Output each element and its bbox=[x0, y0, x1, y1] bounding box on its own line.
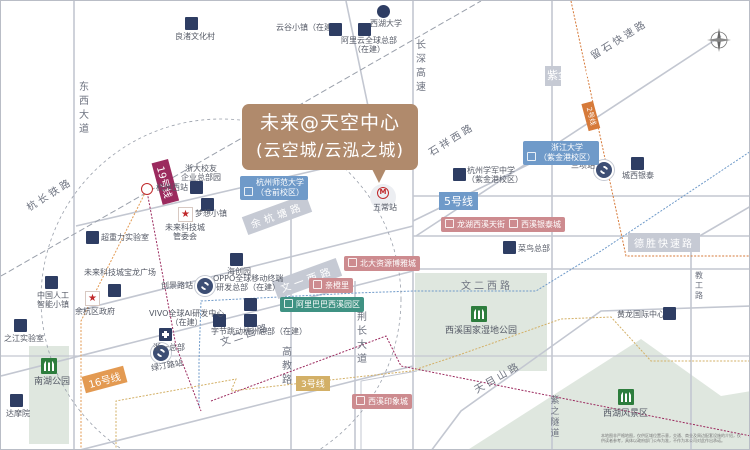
lvding-lu-station-icon[interactable] bbox=[151, 343, 171, 363]
graduation-cap-icon bbox=[453, 168, 466, 181]
poi-xixi-wetland: 西溪国家湿地公园 bbox=[445, 326, 518, 336]
westlake-area bbox=[469, 339, 749, 449]
compass-icon bbox=[704, 25, 734, 59]
hangzhou-west-station-icon[interactable] bbox=[141, 183, 153, 195]
building-icon bbox=[190, 181, 203, 194]
poi-yuhang-gov: 余杭区政府 bbox=[75, 307, 115, 316]
building-icon bbox=[10, 394, 23, 407]
building-icon bbox=[244, 298, 257, 311]
building-icon bbox=[329, 23, 342, 36]
hospital-cross-icon bbox=[159, 328, 172, 341]
shopping-bag-icon bbox=[445, 219, 454, 228]
building-icon bbox=[45, 276, 58, 289]
sanba-station-icon[interactable] bbox=[594, 160, 614, 180]
road-dongxi-dadao: 东西大道 bbox=[79, 82, 89, 135]
park-tree-icon bbox=[471, 306, 487, 322]
poi-futuresci-committee: 未来科技城管委会 bbox=[165, 223, 205, 242]
commercial-tag-qinlou-li[interactable]: 亲橙里 bbox=[309, 278, 353, 293]
shopping-bag-icon bbox=[313, 280, 322, 289]
school-tag-zju[interactable]: 浙江大学（紫金港校区） bbox=[523, 141, 599, 165]
poi-vivo-ai-center: VIVO全球AI研发中心（在建） bbox=[149, 309, 225, 328]
building-icon bbox=[108, 284, 121, 297]
park-tree-icon bbox=[41, 358, 57, 374]
poi-liangzhu-village: 良渚文化村 bbox=[175, 32, 215, 41]
poi-huanglong-center: 黄龙国际中心 bbox=[617, 310, 665, 319]
commercial-tag-longhu-tianjie[interactable]: 龙湖西溪天街 bbox=[441, 217, 509, 232]
station-label-sanba: 三坝站 bbox=[571, 161, 595, 170]
poi-zheyi-hospital: 浙一总部 bbox=[153, 343, 185, 352]
star-landmark-icon: ★ bbox=[85, 291, 100, 306]
poi-haichuang-park: 海创园 bbox=[227, 267, 251, 276]
graduation-cap-icon bbox=[527, 152, 536, 161]
road-jiaogong-lu: 教工路 bbox=[695, 271, 703, 300]
poi-ai-town: 中国人工智能小镇 bbox=[37, 291, 69, 310]
poi-yungu-town: 云谷小镇（在建） bbox=[276, 23, 340, 32]
project-title: 未来@天空中心 bbox=[259, 112, 400, 134]
metro-line-3-tag: 3号线 bbox=[296, 376, 330, 391]
shopping-bag-icon bbox=[631, 157, 644, 170]
school-tag-hznu[interactable]: 杭州师范大学（仓前校区） bbox=[240, 176, 308, 200]
commercial-tag-xixi-yinxiang[interactable]: 西溪印象城 bbox=[352, 394, 412, 409]
poi-oppo-hq: OPPO全球移动终端研发总部（在建） bbox=[213, 274, 284, 293]
poi-nanhu-park: 南湖公园 bbox=[34, 377, 71, 387]
shopping-bag-icon bbox=[356, 396, 365, 405]
graduation-cap-icon bbox=[377, 5, 390, 18]
station-label-hangzhou-west: 杭州西站 bbox=[156, 183, 188, 192]
poi-zheda-alumni: 浙大校友企业总部园 bbox=[181, 164, 221, 183]
graduation-cap-icon bbox=[244, 187, 253, 196]
metro-line-5-tag: 5号线 bbox=[439, 192, 478, 210]
road-zijingang-lu: 紫金港路 bbox=[545, 66, 591, 86]
wuchang-station-marker[interactable]: M bbox=[370, 184, 396, 210]
building-icon bbox=[230, 253, 243, 266]
map-disclaimer: 本地图非严格地图，仅供区域位置示意，交通、商业及周边配套设施的介绍，仅供读者参考… bbox=[601, 433, 741, 443]
poi-xuejun-school: 杭州学军中学（紫金港校区） bbox=[467, 166, 523, 185]
building-icon bbox=[284, 299, 293, 308]
poi-alibaba-cloud-hq: 阿里云全球总部（在建） bbox=[341, 36, 397, 55]
poi-bytedance-hq: 字节跳动杭州总部（在建） bbox=[211, 327, 307, 336]
project-subtitle: (云空城/云泓之城) bbox=[256, 141, 404, 161]
poi-chengxi-intime: 城西银泰 bbox=[622, 171, 654, 180]
building-icon bbox=[185, 17, 198, 30]
building-icon bbox=[213, 314, 226, 327]
chuangjing-lu-station-icon[interactable] bbox=[195, 276, 215, 296]
road-gaojiao-lu: 高教路 bbox=[282, 347, 292, 386]
poi-supergravity-lab: 超重力实验室 bbox=[101, 233, 149, 242]
poi-xihu-university: 西湖大学 bbox=[370, 19, 402, 28]
station-label-chuangjing-lu: 创景路站 bbox=[161, 281, 193, 290]
poi-dream-town: 梦想小镇 bbox=[195, 209, 227, 218]
road-changshen-gaosu: 长深高速 bbox=[416, 40, 426, 93]
metro-logo-icon: M bbox=[377, 187, 389, 199]
commercial-tag-beida-ziyuan[interactable]: 北大资源博雅城 bbox=[344, 256, 420, 271]
xixi-wetland-area bbox=[415, 273, 547, 371]
shopping-bag-icon bbox=[348, 258, 357, 267]
building-icon bbox=[244, 314, 257, 327]
poi-westlake-scenic: 西湖风景区 bbox=[603, 409, 649, 419]
commercial-tag-xixi-intime[interactable]: 西溪银泰城 bbox=[505, 217, 565, 232]
building-icon bbox=[503, 241, 516, 254]
building-icon bbox=[663, 307, 676, 320]
station-label-wuchang: 五常站 bbox=[373, 203, 397, 212]
road-zizhi-suidao: 紫之隧道 bbox=[550, 396, 560, 439]
road-jingchang-dadao: 荆长大道 bbox=[357, 312, 367, 365]
building-icon bbox=[86, 231, 99, 244]
park-tree-icon bbox=[618, 389, 634, 405]
road-wener-xilu-right: 文二西路 bbox=[461, 281, 513, 292]
building-icon bbox=[14, 319, 27, 332]
building-icon bbox=[201, 198, 214, 211]
poi-damo-academy: 达摩院 bbox=[6, 409, 30, 418]
road-desheng-kuaisulu: 德胜快速路 bbox=[628, 233, 700, 252]
star-landmark-icon: ★ bbox=[178, 207, 193, 222]
commercial-tag-alibaba-xixi[interactable]: 阿里巴巴西溪园区 bbox=[280, 297, 364, 312]
poi-cainiao-hq: 菜鸟总部 bbox=[518, 244, 550, 253]
building-icon bbox=[358, 23, 371, 36]
poi-zhijiang-lab: 之江实验室 bbox=[4, 334, 44, 343]
project-callout: 未来@天空中心 (云空城/云泓之城) bbox=[242, 104, 418, 183]
shopping-bag-icon bbox=[509, 219, 518, 228]
poi-baolong-plaza: 未来科技城宝龙广场 bbox=[84, 268, 156, 277]
